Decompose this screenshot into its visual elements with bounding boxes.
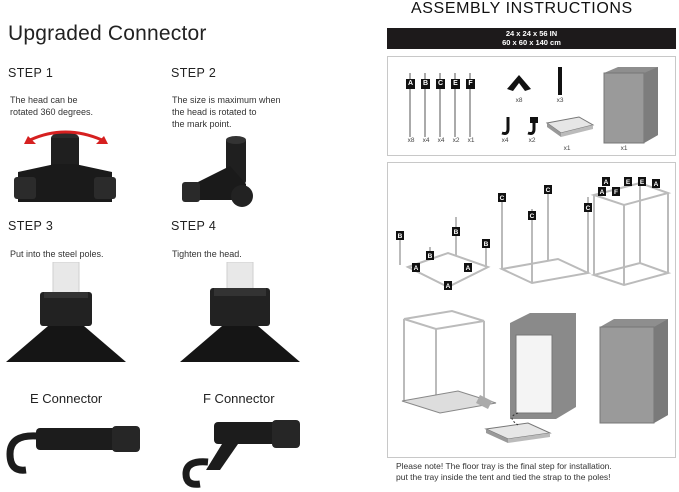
- size-cm: 60 x 60 x 140 cm: [502, 37, 561, 47]
- step-1-label: STEP 1: [8, 66, 54, 80]
- diagram-label-b2: B: [428, 253, 433, 260]
- step-2-label: STEP 2: [171, 66, 217, 80]
- e-hook-icon: [501, 117, 510, 135]
- floor-tray-qty: x1: [563, 145, 571, 152]
- part-e-label: E: [451, 79, 460, 89]
- corner-connector-icon: [507, 75, 531, 91]
- diagram-label-a3: A: [446, 283, 451, 290]
- part-e-qty: x2: [452, 137, 460, 144]
- step-3-label: STEP 3: [8, 219, 54, 233]
- note-line-1: Please note! The floor tray is the final…: [396, 461, 612, 471]
- e-connector-label: E Connector: [30, 391, 103, 406]
- strap-icon: [558, 67, 562, 95]
- diagram-label-a1: A: [414, 265, 419, 272]
- note-line-2: put the tray inside the tent and tied th…: [396, 472, 611, 482]
- part-b-label: B: [421, 79, 430, 89]
- size-inches: 24 x 24 x 56 IN: [505, 29, 558, 38]
- step-3-text: Put into the steel poles.: [10, 249, 104, 259]
- diagram-label-b3: B: [454, 229, 459, 236]
- tent-cover-icon: [603, 67, 658, 144]
- diagram-label-a4: A: [604, 179, 609, 186]
- pole-tighten-image: [180, 262, 300, 362]
- diagram-label-e1: E: [626, 179, 631, 186]
- corner-connector-qty: x8: [515, 97, 523, 104]
- f-hook-qty: x2: [528, 137, 536, 144]
- strap-qty: x3: [556, 97, 564, 104]
- assembly-title: ASSEMBLY INSTRUCTIONS: [411, 0, 633, 17]
- step-4-text: Tighten the head.: [172, 249, 242, 259]
- diagram-label-c4: C: [530, 213, 535, 220]
- e-connector-image: [6, 426, 140, 474]
- part-a-qty: x8: [407, 137, 415, 144]
- part-c-label: C: [436, 79, 445, 89]
- step-4-label: STEP 4: [171, 219, 217, 233]
- connector-title: Upgraded Connector: [8, 22, 207, 45]
- parts-panel: A B C E F x8 x4 x4 x2 x1 x8 x3 x4 x2 x1 …: [387, 56, 676, 156]
- rotate-arrow-icon: [29, 130, 103, 142]
- installation-note: Please note! The floor tray is the final…: [396, 461, 612, 483]
- diagram-label-e2: E: [640, 179, 645, 186]
- folded-connector-image: [182, 136, 253, 207]
- f-connector-image: [182, 420, 300, 488]
- diagram-label-b4: B: [484, 241, 489, 248]
- poles-illustration: [409, 73, 471, 137]
- size-banner: 24 x 24 x 56 IN 60 x 60 x 140 cm: [387, 28, 676, 49]
- rotating-connector-image: [14, 130, 116, 202]
- f-hook-icon: [527, 117, 538, 135]
- diagram-label-a2: A: [466, 265, 471, 272]
- e-hook-qty: x4: [501, 137, 509, 144]
- floor-tray-icon: [545, 116, 595, 137]
- diagram-label-a6: A: [600, 189, 605, 196]
- part-c-qty: x4: [437, 137, 445, 144]
- f-connector-label: F Connector: [203, 391, 275, 406]
- part-b-qty: x4: [422, 137, 430, 144]
- part-a-label: A: [406, 79, 415, 89]
- pole-insert-image: [6, 262, 126, 362]
- assembly-diagram-panel: B B B B A A A C C C C A F E E A A: [387, 162, 676, 458]
- diagram-label-c1: C: [500, 195, 505, 202]
- diagram-label-b1: B: [398, 233, 403, 240]
- assembly-steps-diagram: B B B B A A A C C C C A F E E A A: [396, 177, 672, 443]
- diagram-label-c3: C: [586, 205, 591, 212]
- part-f-label: F: [466, 79, 475, 89]
- diagram-label-a5: A: [654, 181, 659, 188]
- diagram-label-f: F: [614, 189, 618, 196]
- tent-cover-qty: x1: [620, 145, 628, 152]
- diagram-label-c2: C: [546, 187, 551, 194]
- part-f-qty: x1: [467, 137, 475, 144]
